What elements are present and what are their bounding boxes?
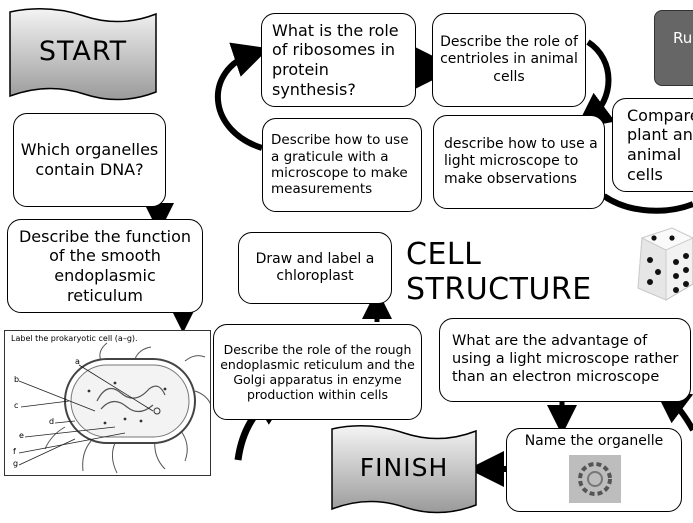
square-centrioles[interactable]: Describe the role of centrioles in anima… [432, 13, 586, 107]
prokaryote-cell-drawing [18, 342, 210, 474]
banner-shape [331, 425, 477, 514]
square-dna[interactable]: Which organelles contain DNA? [13, 113, 166, 207]
finish-banner: FINISH [330, 425, 478, 519]
square-text: Describe how to use a graticule with a m… [271, 132, 409, 198]
square-text: Draw and label a chloroplast [255, 250, 375, 284]
dice-image[interactable] [628, 226, 693, 304]
arrow-graticule-to-ribosomes [215, 42, 270, 151]
heading-line-2: STRUCTURE [406, 271, 592, 307]
banner-shape [9, 8, 157, 101]
square-text: Which organelles contain DNA? [20, 140, 159, 179]
square-chloroplast[interactable]: Draw and label a chloroplast [238, 232, 392, 304]
square-text: Name the organelle [524, 433, 664, 449]
square-name-organelle[interactable]: Name the organelle [506, 428, 682, 512]
square-graticule[interactable]: Describe how to use a graticule with a m… [262, 118, 422, 212]
square-light-vs-electron[interactable]: What are the advantage of using a light … [439, 318, 691, 402]
arrow-into-light-vs-electron [653, 387, 693, 432]
square-text: Describe the role of centrioles in anima… [440, 34, 578, 85]
diagram-label-b: b [14, 375, 20, 384]
diagram-label-g: g [13, 459, 19, 468]
heading-line-1: CELL [406, 237, 482, 272]
square-text: Describe the role of the rough endoplasm… [220, 341, 415, 403]
arrow-centrioles-to-observations [575, 39, 616, 129]
page-heading: CELL STRUCTURE [406, 237, 592, 307]
arrow-observations-to-compare [602, 193, 693, 214]
square-compare[interactable]: Compare plant and animal cells [612, 98, 693, 192]
diagram-label-a: a [75, 357, 80, 366]
square-text: Describe the function of the smooth endo… [18, 226, 192, 305]
square-rough-er-golgi[interactable]: Describe the role of the rough endoplasm… [213, 324, 422, 420]
diagram-label-e: e [19, 431, 24, 440]
finish-label: FINISH [359, 453, 449, 482]
diagram-label-d: d [49, 417, 55, 426]
diagram-label-c: c [14, 401, 19, 410]
rules-button[interactable]: Ru [654, 10, 693, 86]
square-text: Compare plant and animal cells [627, 105, 693, 184]
square-text: What are the advantage of using a light … [452, 333, 679, 385]
diagram-instruction: Label the prokaryotic cell (a–g). [11, 334, 138, 343]
diagram-label-f: f [13, 447, 16, 456]
square-text: describe how to use a light microscope t… [444, 136, 598, 187]
prokaryote-diagram[interactable]: Label the prokaryotic cell (a–g). a b c … [4, 330, 211, 476]
square-text: What is the role of ribosomes in protein… [272, 20, 399, 99]
start-label: START [38, 36, 128, 67]
organelle-image [569, 455, 621, 503]
square-smooth-er[interactable]: Describe the function of the smooth endo… [7, 219, 203, 313]
square-ribosomes[interactable]: What is the role of ribosomes in protein… [261, 13, 416, 107]
start-banner: START [8, 8, 158, 108]
dice-icon [637, 227, 693, 301]
square-microscope-observations[interactable]: describe how to use a light microscope t… [433, 115, 605, 209]
rules-label: Ru [673, 29, 693, 47]
